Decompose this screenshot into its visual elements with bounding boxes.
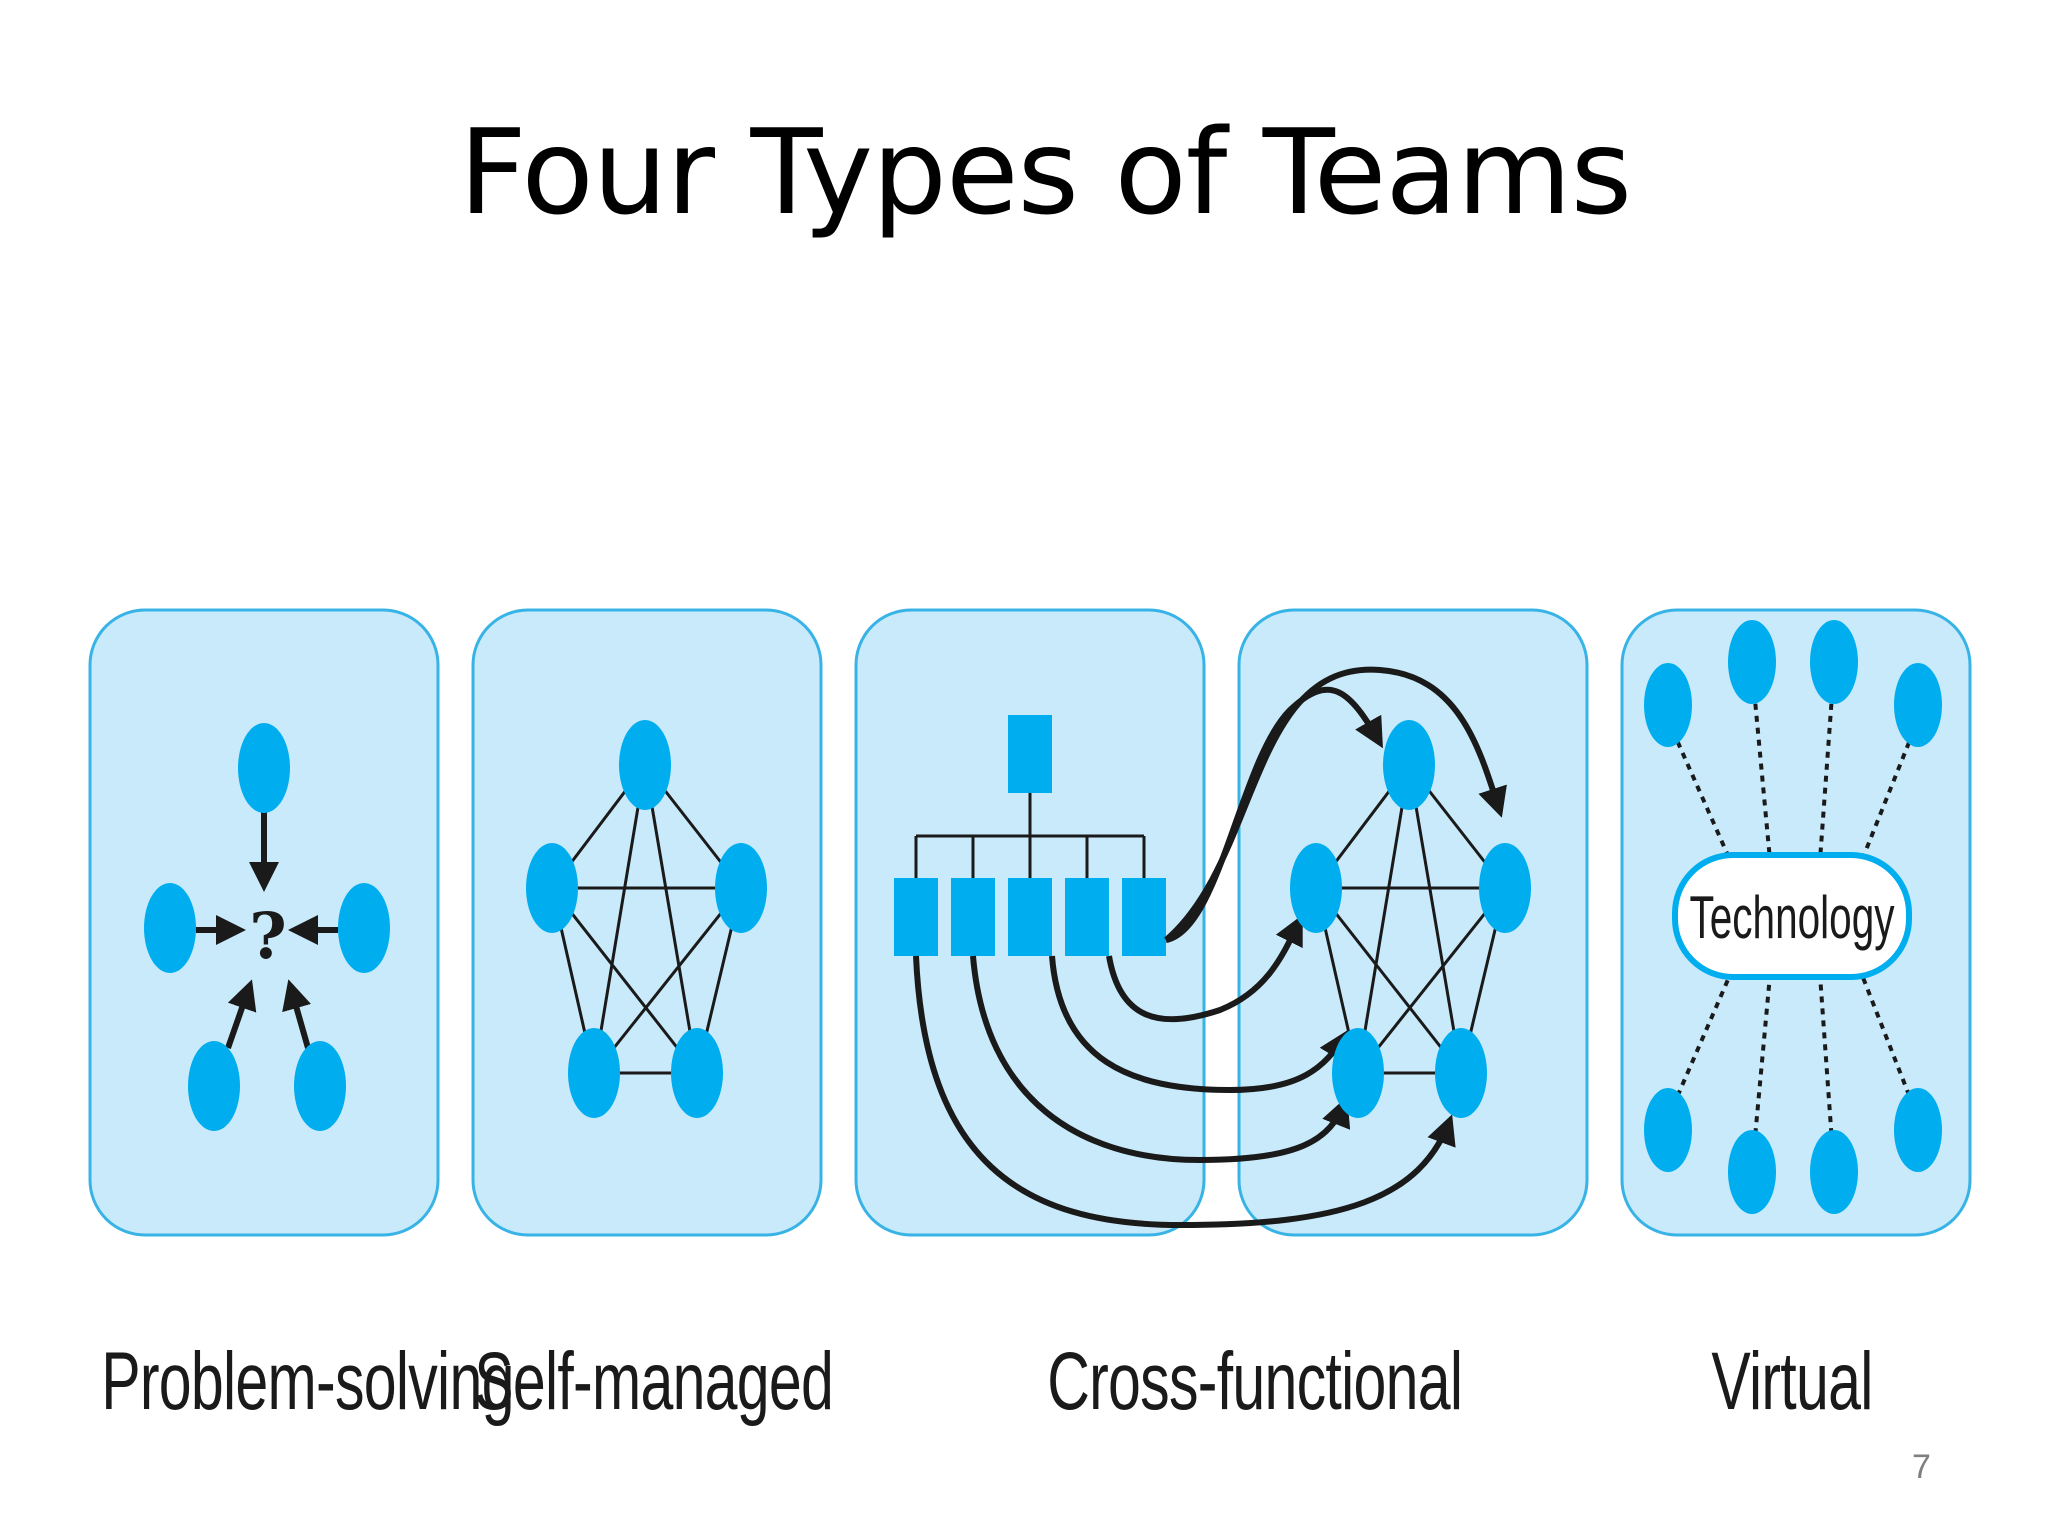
- question-mark: ?: [249, 899, 287, 974]
- team-node: [1435, 1028, 1487, 1118]
- team-node: [1383, 720, 1435, 810]
- label-problem-solving: Problem-solving: [101, 1336, 514, 1427]
- panel-problem-solving: [88, 608, 440, 1237]
- virtual-group: Technology: [1644, 620, 1942, 1214]
- team-node: [238, 723, 290, 813]
- label-cross-functional: Cross-functional: [1047, 1336, 1463, 1427]
- org-box: [894, 878, 938, 956]
- org-box: [1008, 878, 1052, 956]
- team-node: [1290, 843, 1342, 933]
- team-node: [619, 720, 671, 810]
- org-box: [1065, 878, 1109, 956]
- team-node: [526, 843, 578, 933]
- team-node: [1332, 1028, 1384, 1118]
- org-box: [1122, 878, 1166, 956]
- cross-functional-group: [894, 666, 1531, 1229]
- team-node: [568, 1028, 620, 1118]
- team-node: [1894, 663, 1942, 747]
- label-self-managed: Self-managed: [474, 1336, 834, 1427]
- problem-solving-group: ?: [144, 723, 390, 1131]
- org-box: [1008, 715, 1052, 793]
- org-box: [951, 878, 995, 956]
- team-node: [1894, 1088, 1942, 1172]
- panel-self-managed: [471, 608, 823, 1237]
- team-node: [294, 1041, 346, 1131]
- team-node: [671, 1028, 723, 1118]
- team-node: [1810, 620, 1858, 704]
- slide-title: Four Types of Teams: [458, 103, 1632, 241]
- team-node: [1728, 1130, 1776, 1214]
- team-node: [715, 843, 767, 933]
- self-managed-group: [526, 720, 767, 1118]
- label-virtual: Virtual: [1711, 1336, 1873, 1427]
- team-node: [188, 1041, 240, 1131]
- panel-cross-functional-right: [1237, 608, 1589, 1237]
- team-node: [1728, 620, 1776, 704]
- technology-hub: [1672, 852, 1912, 980]
- team-node: [1644, 1088, 1692, 1172]
- slide-number: 7: [1912, 1448, 1931, 1486]
- team-node: [144, 883, 196, 973]
- team-node: [1810, 1130, 1858, 1214]
- technology-hub-label: Technology: [1690, 884, 1895, 951]
- team-node: [338, 883, 390, 973]
- team-node: [1479, 843, 1531, 933]
- team-node: [1644, 663, 1692, 747]
